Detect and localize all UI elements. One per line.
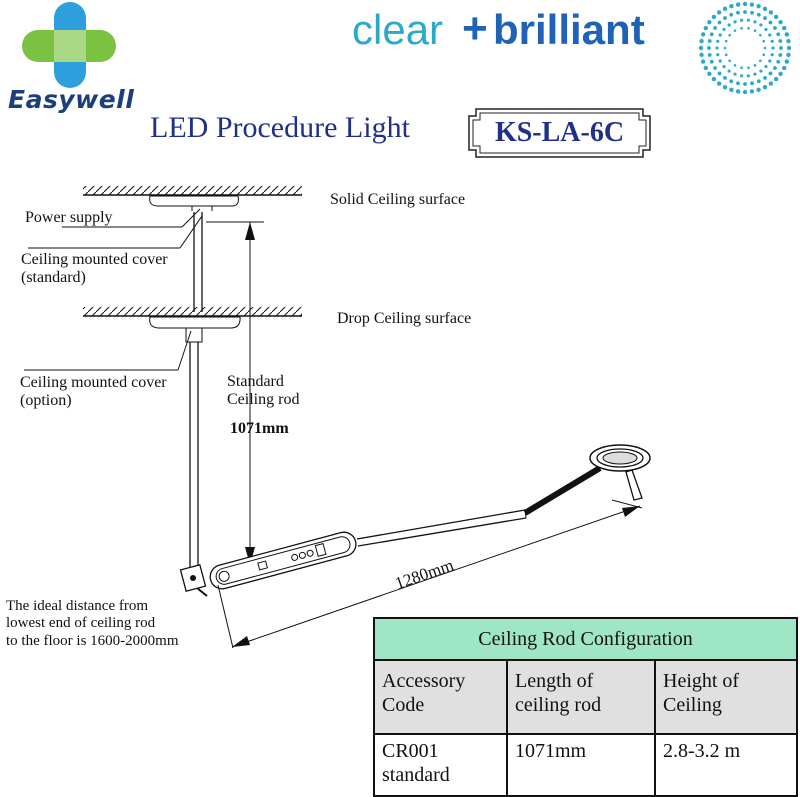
cover-standard-label: Ceiling mounted cover <box>21 251 168 268</box>
header-accessory-code-line2: Code <box>382 694 425 716</box>
table-row: CR001 standard 1071mm 2.8-3.2 m <box>373 733 798 797</box>
cell-length: 1071mm <box>506 733 656 797</box>
rod-sublabel: Ceiling rod <box>227 391 300 408</box>
header-rod-length-line2: ceiling rod <box>515 694 602 716</box>
cell-code-line1: CR001 <box>382 740 439 762</box>
cell-code: CR001 standard <box>373 733 508 797</box>
tagline-clear: clear <box>352 6 444 53</box>
cell-code-line2: standard <box>382 764 450 786</box>
rod-length-label: 1071mm <box>230 420 289 437</box>
tagline-brilliant: brilliant <box>493 6 645 53</box>
header-rod-length-line1: Length of <box>515 670 594 692</box>
header-rod-length: Length of ceiling rod <box>506 659 656 735</box>
floor-note-line3: to the floor is 1600-2000mm <box>6 633 179 649</box>
floor-note-line2: lowest end of ceiling rod <box>6 615 156 631</box>
cell-height: 2.8-3.2 m <box>654 733 798 797</box>
cover-standard-sublabel: (standard) <box>21 269 86 286</box>
model-frame-icon <box>468 108 651 158</box>
floor-note-line1: The ideal distance from <box>6 598 149 614</box>
dotted-circle-icon <box>698 1 792 95</box>
solid-ceiling-label: Solid Ceiling surface <box>330 191 466 208</box>
tagline-plus: + <box>462 4 488 53</box>
header-ceiling-height-line1: Height of <box>663 670 740 692</box>
page-title: LED Procedure Light <box>150 111 410 144</box>
installation-diagram <box>24 186 651 649</box>
config-table-title: Ceiling Rod Configuration <box>373 617 798 661</box>
drop-ceiling-label: Drop Ceiling surface <box>337 310 472 327</box>
header-ceiling-height-line2: Ceiling <box>663 694 722 716</box>
model-number: KS-LA-6C <box>494 117 625 148</box>
easywell-logo-icon <box>22 2 116 88</box>
table-header-row: Accessory Code Length of ceiling rod Hei… <box>373 659 798 735</box>
cover-option-label: Ceiling mounted cover <box>20 374 167 391</box>
header-accessory-code-line1: Accessory <box>382 670 466 692</box>
rod-label: Standard <box>227 373 284 390</box>
power-supply-label: Power supply <box>25 209 113 226</box>
header-accessory-code: Accessory Code <box>373 659 508 735</box>
header-ceiling-height: Height of Ceiling <box>654 659 798 735</box>
cover-option-sublabel: (option) <box>20 392 72 409</box>
brand-name: Easywell <box>8 85 135 114</box>
config-table: Ceiling Rod Configuration Accessory Code… <box>373 617 798 797</box>
